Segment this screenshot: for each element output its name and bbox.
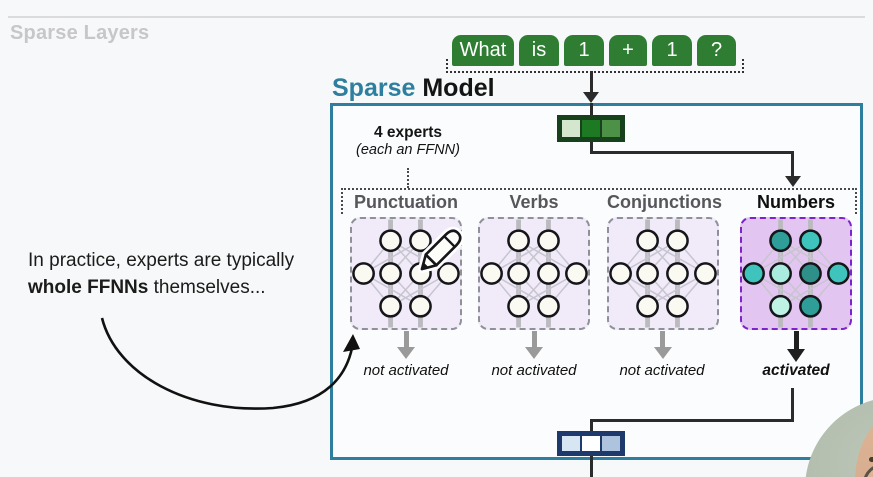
- token-q: ?: [697, 35, 736, 66]
- black-arrow-head: [787, 349, 805, 362]
- output-embedding-cell: [582, 436, 600, 451]
- wire-out-down: [791, 388, 794, 421]
- model-title: Sparse Model: [332, 74, 495, 103]
- gray-arrow-head: [653, 347, 672, 359]
- input-arrow-shaft: [589, 71, 593, 93]
- expert-title-verbs: Verbs: [509, 192, 559, 212]
- input-embedding: [557, 115, 625, 142]
- ffnn-diagram-activated: [742, 219, 850, 328]
- expert-card-punctuation: [350, 217, 465, 330]
- ffnn-diagram: [480, 219, 588, 328]
- wire-route-down: [791, 150, 794, 177]
- eyebrow: [869, 457, 873, 462]
- side-note-bold: whole FFNNs: [28, 277, 149, 298]
- status-punctuation: not activated: [363, 362, 449, 379]
- status-conjunctions: not activated: [619, 362, 705, 379]
- pencil-icon: [417, 226, 465, 274]
- side-note-prefix: In practice, experts are typically: [28, 250, 295, 271]
- token-bracket: [446, 59, 744, 73]
- gray-arrow-shaft: [403, 331, 409, 347]
- gray-arrow-shaft: [660, 331, 665, 347]
- output-embedding-cell: [562, 436, 580, 451]
- expert-card-numbers: [740, 217, 852, 330]
- experts-note: 4 experts (each an FFNN): [338, 124, 478, 158]
- token-1a: 1: [564, 35, 604, 66]
- side-note: In practice, experts are typically whole…: [28, 247, 338, 301]
- experts-dotted-right: [855, 188, 857, 214]
- token-what: What: [452, 35, 514, 66]
- side-note-suffix: themselves...: [148, 277, 266, 298]
- wire-embed-down: [589, 140, 593, 153]
- input-embedding-cell: [582, 120, 600, 137]
- experts-dotted-top: [341, 188, 857, 190]
- output-embedding: [557, 431, 625, 456]
- expert-card-conjunctions: [607, 217, 719, 330]
- input-arrow-head: [583, 92, 599, 103]
- experts-count-label: 4 experts: [373, 124, 443, 141]
- wire-box-to-embed: [589, 103, 593, 116]
- black-arrow-shaft: [793, 331, 799, 349]
- route-arrow-head: [784, 176, 801, 187]
- curved-arrow: [100, 317, 360, 410]
- model-title-rest: Model: [422, 74, 495, 102]
- experts-ffnn-label: (each an FFNN): [356, 142, 460, 158]
- gray-arrow-head: [525, 347, 543, 359]
- token-1b: 1: [652, 35, 692, 66]
- top-divider: [8, 16, 865, 18]
- experts-dotted-left: [341, 188, 343, 214]
- gray-arrow-shaft: [531, 331, 537, 347]
- input-embedding-cell: [562, 120, 580, 137]
- ffnn-diagram: [609, 219, 717, 328]
- token-row: What is 1 + 1 ?: [452, 35, 736, 66]
- output-embedding-cell: [602, 436, 620, 451]
- token-plus: +: [609, 35, 647, 66]
- expert-title-conjunctions: Conjunctions: [607, 192, 722, 212]
- input-embedding-cell: [602, 120, 620, 137]
- gray-arrow-head: [397, 347, 415, 359]
- expert-title-numbers: Numbers: [756, 192, 836, 212]
- wire-out-horizontal: [589, 418, 794, 422]
- deck-title: Sparse Layers: [10, 22, 150, 44]
- token-is: is: [519, 35, 559, 66]
- model-title-accent: Sparse: [332, 74, 416, 102]
- note-dotted-connector: [407, 168, 409, 188]
- status-verbs: not activated: [491, 362, 577, 379]
- expert-card-verbs: [478, 217, 590, 330]
- status-numbers: activated: [762, 362, 830, 379]
- expert-title-punctuation: Punctuation: [354, 192, 458, 212]
- wire-route-horizontal: [589, 150, 794, 154]
